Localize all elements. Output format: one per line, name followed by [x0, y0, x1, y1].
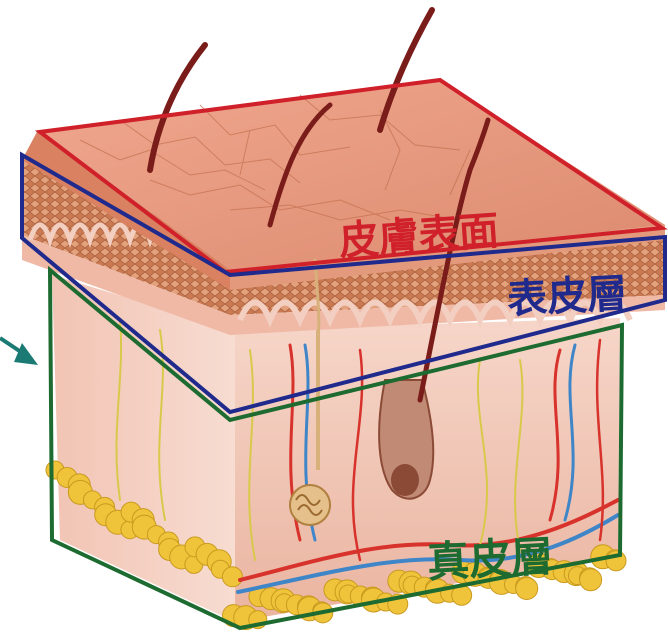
hair-follicle [379, 380, 433, 499]
fat-cell [580, 569, 602, 591]
dermis-label: 真皮層 [426, 531, 554, 587]
arrow-icon [0, 338, 38, 365]
fat-cell [222, 567, 242, 587]
epidermis-label: 表皮層 [506, 271, 628, 323]
